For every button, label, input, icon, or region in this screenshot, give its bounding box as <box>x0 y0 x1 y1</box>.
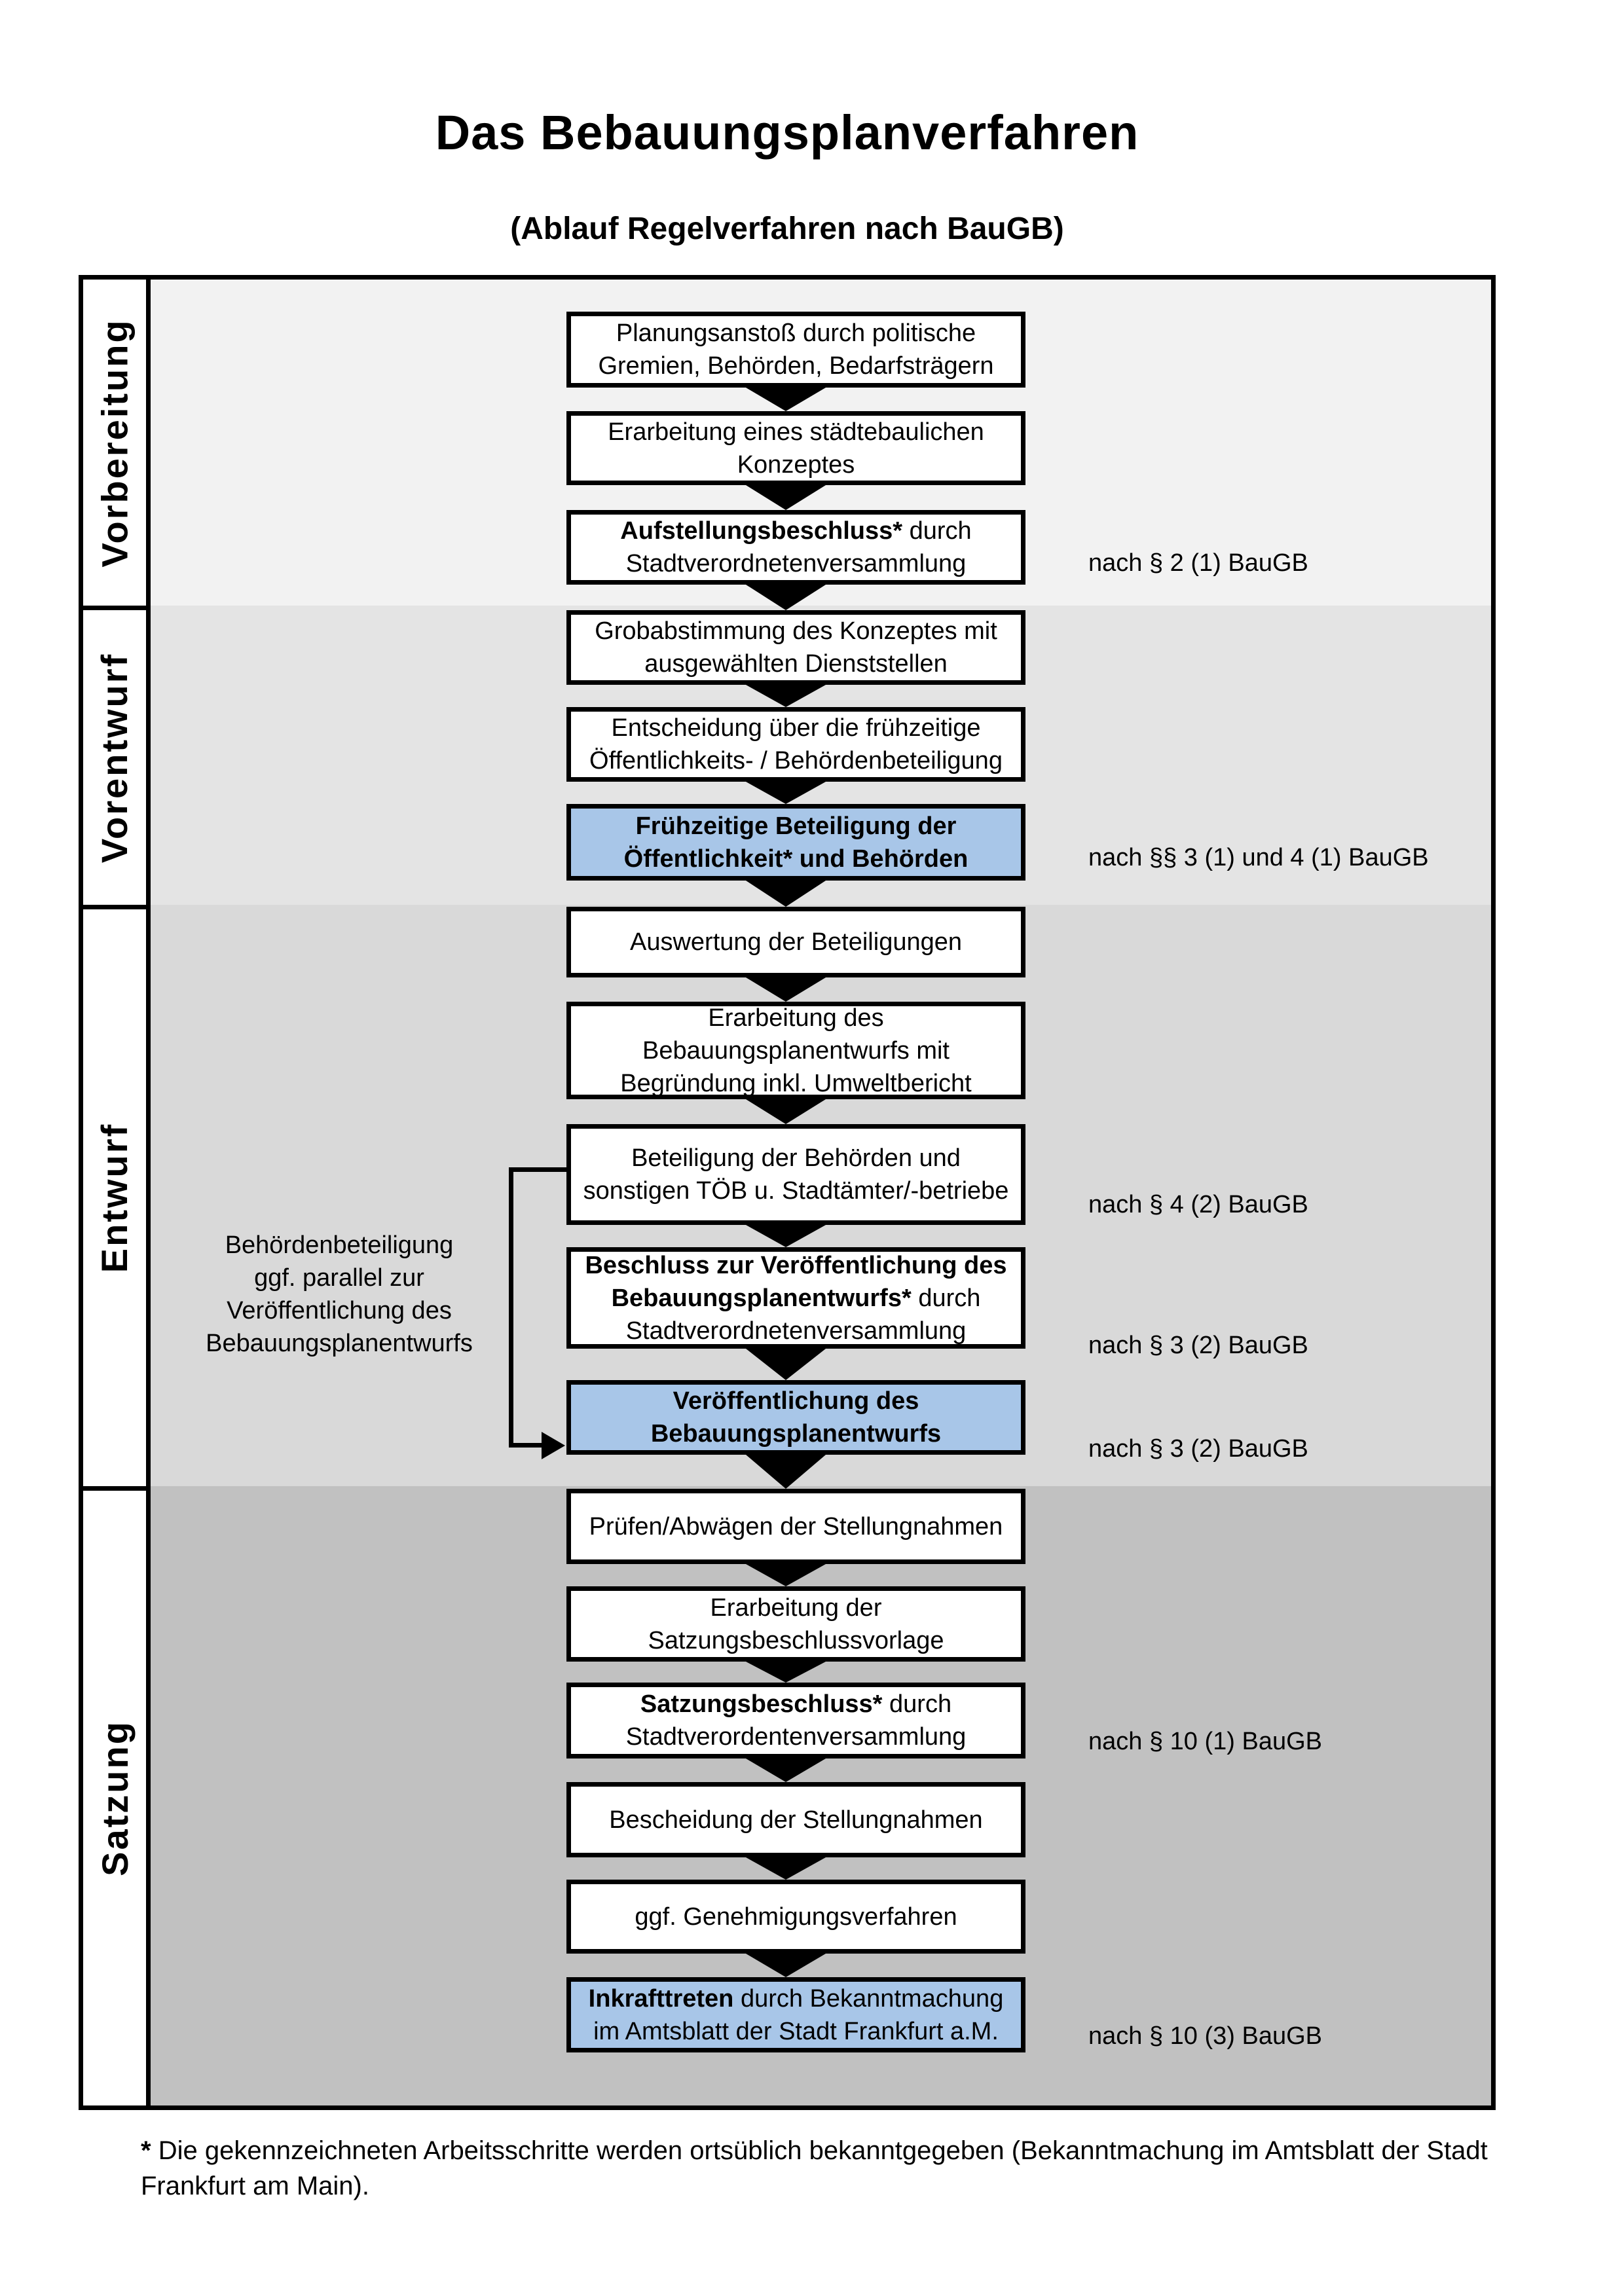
step-bescheidung-stellungnahmen: Bescheidung der Stellungnahmen <box>566 1782 1025 1857</box>
legal-reference: nach § 3 (2) BauGB <box>1088 1435 1308 1463</box>
arrow-down-icon <box>746 485 826 510</box>
phase-label-satzung: Satzung <box>83 1486 151 2105</box>
parallel-annotation-line: Behördenbeteiligung <box>225 1231 454 1259</box>
step-pruefen-abwaegen: Prüfen/Abwägen der Stellungnahmen <box>566 1489 1025 1564</box>
phase-label-text: Satzung <box>94 1720 136 1876</box>
arrow-down-icon <box>746 1455 826 1489</box>
legal-reference: nach § 10 (1) BauGB <box>1088 1728 1322 1755</box>
parallel-annotation-line: Veröffentlichung des <box>227 1297 452 1324</box>
connector-line-top <box>509 1167 566 1172</box>
step-inkrafttreten: Inkrafttreten durch Bekanntmachung im Am… <box>566 1977 1025 2052</box>
phase-label-vorentwurf: Vorentwurf <box>83 606 151 905</box>
step-beschluss-veroeffentlichung: Beschluss zur Veröffentlichung des Bebau… <box>566 1247 1025 1349</box>
flowchart: Vorbereitung Vorentwurf Entwurf Satzung … <box>79 275 1496 2110</box>
step-genehmigungsverfahren: ggf. Genehmigungsverfahren <box>566 1880 1025 1954</box>
arrow-down-icon <box>746 782 826 804</box>
legal-reference: nach § 10 (3) BauGB <box>1088 2022 1322 2050</box>
arrow-down-icon <box>746 1564 826 1586</box>
legal-reference: nach § 4 (2) BauGB <box>1088 1191 1308 1218</box>
step-staedtebauliches-konzept: Erarbeitung eines städtebaulichen Konzep… <box>566 411 1025 485</box>
step-veroeffentlichung-entwurf: Veröffentlichung des Bebauungsplanentwur… <box>566 1380 1025 1455</box>
parallel-annotation-line: ggf. parallel zur <box>254 1264 424 1292</box>
phase-label-text: Vorbereitung <box>94 318 136 568</box>
step-erarbeitung-entwurf: Erarbeitung des Bebauungsplanentwurfs mi… <box>566 1002 1025 1099</box>
phase-label-vorbereitung: Vorbereitung <box>83 280 151 606</box>
arrow-down-icon <box>746 881 826 907</box>
legal-reference: nach §§ 3 (1) und 4 (1) BauGB <box>1088 844 1429 871</box>
parallel-annotation-line: Bebauungsplanentwurfs <box>206 1330 473 1357</box>
phase-label-text: Vorentwurf <box>94 652 136 863</box>
arrow-down-icon <box>746 685 826 707</box>
legal-reference: nach § 2 (1) BauGB <box>1088 549 1308 577</box>
step-entscheidung-beteiligung: Entscheidung über die frühzeitige Öffent… <box>566 707 1025 782</box>
arrow-down-icon <box>746 1662 826 1683</box>
phase-label-entwurf: Entwurf <box>83 905 151 1486</box>
step-satzungsbeschluss: Satzungsbeschluss* durch Stadtverordente… <box>566 1683 1025 1758</box>
step-fruehzeitige-beteiligung: Frühzeitige Beteiligung der Öffentlichke… <box>566 804 1025 881</box>
page-title: Das Bebauungsplanverfahren <box>435 105 1139 160</box>
step-satzungsbeschlussvorlage: Erarbeitung der Satzungsbeschlussvorlage <box>566 1586 1025 1662</box>
step-aufstellungsbeschluss: Aufstellungsbeschluss* durch Stadtverord… <box>566 510 1025 585</box>
page-subtitle: (Ablauf Regelverfahren nach BauGB) <box>510 211 1064 246</box>
footnote-asterisk: * <box>141 2136 151 2165</box>
legal-reference: nach § 3 (2) BauGB <box>1088 1332 1308 1359</box>
step-grobabstimmung: Grobabstimmung des Konzeptes mit ausgewä… <box>566 610 1025 685</box>
step-beteiligung-behoerden: Beteiligung der Behörden und sonstigen T… <box>566 1124 1025 1225</box>
arrow-down-icon <box>746 1099 826 1124</box>
footnote: * Die gekennzeichneten Arbeitsschritte w… <box>141 2133 1503 2204</box>
footnote-text: Die gekennzeichneten Arbeitsschritte wer… <box>141 2136 1488 2200</box>
connector-line-bottom <box>509 1443 545 1448</box>
connector-line-vertical <box>509 1167 513 1448</box>
arrow-down-icon <box>746 1758 826 1782</box>
arrow-down-icon <box>746 977 826 1002</box>
arrow-down-icon <box>746 1349 826 1380</box>
parallel-annotation: Behördenbeteiligung ggf. parallel zur Ve… <box>123 1229 555 1360</box>
arrow-down-icon <box>746 388 826 411</box>
arrow-down-icon <box>746 1857 826 1880</box>
step-planungsanstoss: Planungsanstoß durch politische Gremien,… <box>566 312 1025 388</box>
arrow-down-icon <box>746 1954 826 1977</box>
connector-arrow-right-icon <box>542 1431 565 1459</box>
arrow-down-icon <box>746 585 826 610</box>
step-auswertung-beteiligungen: Auswertung der Beteiligungen <box>566 907 1025 977</box>
arrow-down-icon <box>746 1225 826 1247</box>
